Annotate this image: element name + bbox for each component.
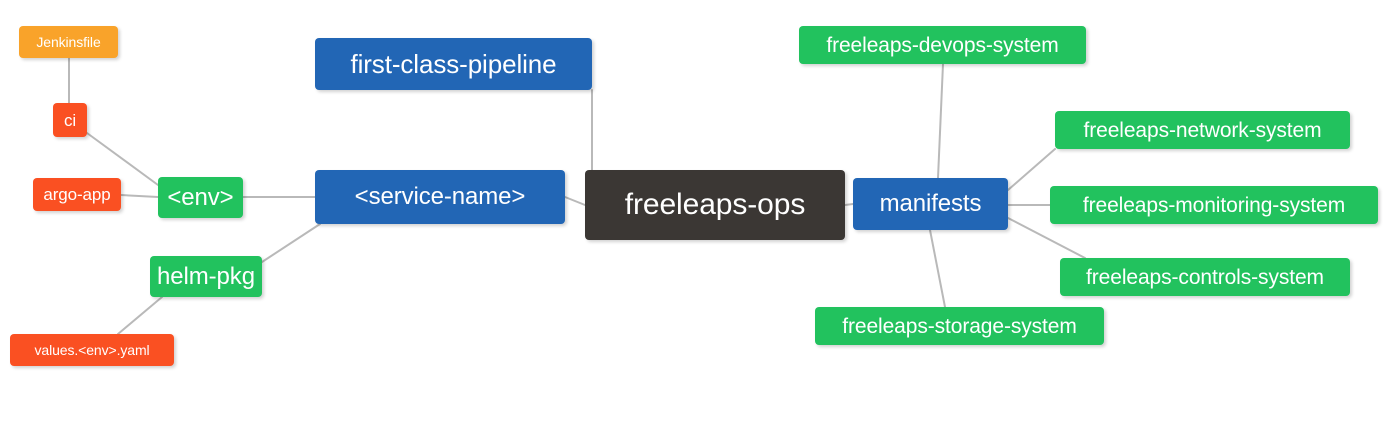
node-freeleaps-ops[interactable]: freeleaps-ops — [585, 170, 845, 240]
node-freeleaps-monitoring-system[interactable]: freeleaps-monitoring-system — [1050, 186, 1378, 224]
node-freeleaps-storage-system[interactable]: freeleaps-storage-system — [815, 307, 1104, 345]
node-freeleaps-devops-system[interactable]: freeleaps-devops-system — [799, 26, 1086, 64]
edge-helm-pkg-to-values-env-yaml — [117, 296, 163, 335]
node-freeleaps-network-system[interactable]: freeleaps-network-system — [1055, 111, 1350, 149]
node-Jenkinsfile[interactable]: Jenkinsfile — [19, 26, 118, 58]
edge-manifests-to-freeleaps-storage-system — [929, 229, 946, 308]
node-env[interactable]: <env> — [158, 177, 243, 218]
node-first-class-pipeline[interactable]: first-class-pipeline — [315, 38, 592, 90]
edge-env-to-argo-app — [120, 194, 159, 198]
edge-manifests-to-freeleaps-network-system — [1007, 148, 1056, 191]
node-freeleaps-controls-system[interactable]: freeleaps-controls-system — [1060, 258, 1350, 296]
edge-manifests-to-freeleaps-controls-system — [1007, 217, 1086, 259]
node-helm-pkg[interactable]: helm-pkg — [150, 256, 262, 297]
node-manifests[interactable]: manifests — [853, 178, 1008, 230]
edge-manifests-to-freeleaps-devops-system — [937, 63, 944, 179]
edge-freeleaps-ops-to-service-name — [564, 196, 586, 206]
edge-freeleaps-ops-to-manifests — [844, 203, 854, 206]
node-ci[interactable]: ci — [53, 103, 87, 137]
edge-service-name-to-helm-pkg — [261, 223, 321, 263]
node-values-env-yaml[interactable]: values.<env>.yaml — [10, 334, 174, 366]
node-service-name[interactable]: <service-name> — [315, 170, 565, 224]
node-argo-app[interactable]: argo-app — [33, 178, 121, 211]
